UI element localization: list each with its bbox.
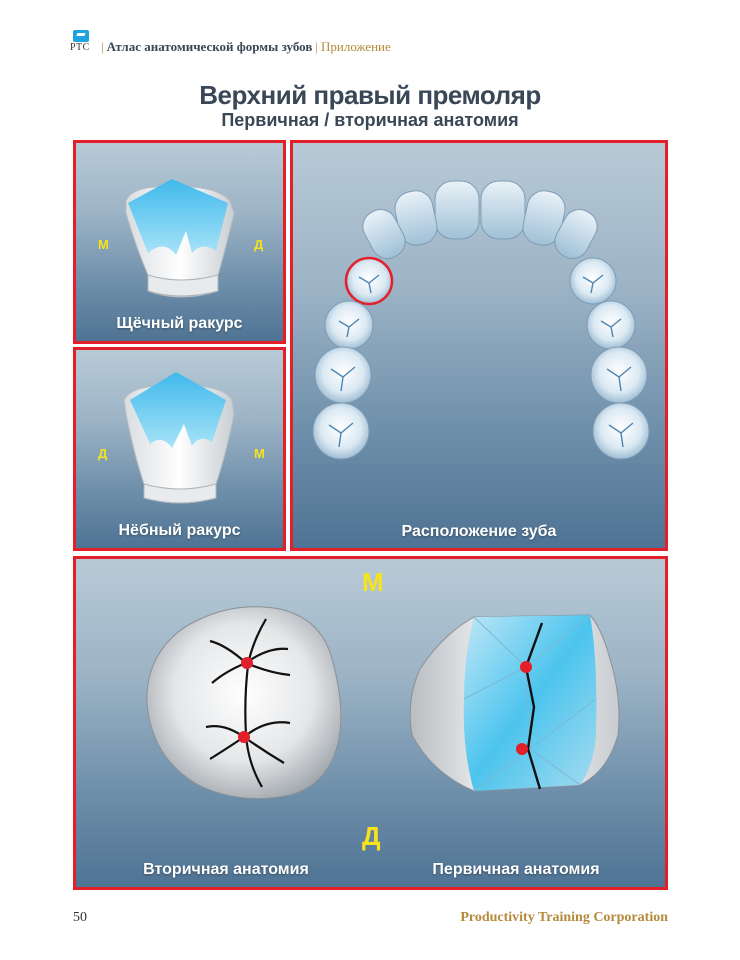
page-header: PTC |Атлас анатомической формы зубов|При… — [70, 28, 391, 54]
mesial-label-large: М — [362, 567, 384, 597]
header-text: |Атлас анатомической формы зубов|Приложе… — [98, 40, 391, 54]
footer-company: Productivity Training Corporation — [460, 910, 668, 925]
page-title: Верхний правый премоляр — [199, 80, 541, 110]
distal-label: Д — [98, 446, 108, 461]
occlusal-comparison-panel: М Д Вторичная анатомия Первичная анатоми… — [73, 556, 668, 890]
ptc-logo: PTC — [70, 30, 92, 54]
primary-anatomy-caption: Первичная анатомия — [432, 861, 600, 878]
occlusal-anatomy-illustration — [146, 606, 620, 800]
palatal-tooth-illustration — [123, 372, 235, 504]
distal-label: Д — [254, 237, 264, 252]
atlas-title: Атлас анатомической формы зубов — [106, 39, 313, 54]
palatal-caption: Нёбный ракурс — [118, 522, 241, 539]
buccal-view-panel: М Д Щёчный ракурс — [73, 140, 286, 344]
page-number: 50 — [73, 910, 87, 925]
mesial-label: М — [98, 237, 109, 252]
buccal-caption: Щёчный ракурс — [116, 315, 243, 332]
header-separator-2: | — [315, 39, 318, 54]
buccal-tooth-illustration — [125, 179, 235, 298]
secondary-anatomy-caption: Вторичная анатомия — [143, 861, 309, 878]
dental-arch-illustration — [312, 180, 650, 460]
tooth-position-panel: Расположение зуба — [290, 140, 668, 551]
page-subtitle: Первичная / вторичная анатомия — [221, 110, 519, 130]
palatal-view-panel: Д М Нёбный ракурс — [73, 347, 286, 551]
distal-label-large: Д — [362, 821, 381, 851]
mesial-label: М — [254, 446, 265, 461]
position-caption: Расположение зуба — [401, 523, 557, 540]
header-separator: | — [101, 39, 104, 54]
section-name: Приложение — [320, 39, 391, 54]
